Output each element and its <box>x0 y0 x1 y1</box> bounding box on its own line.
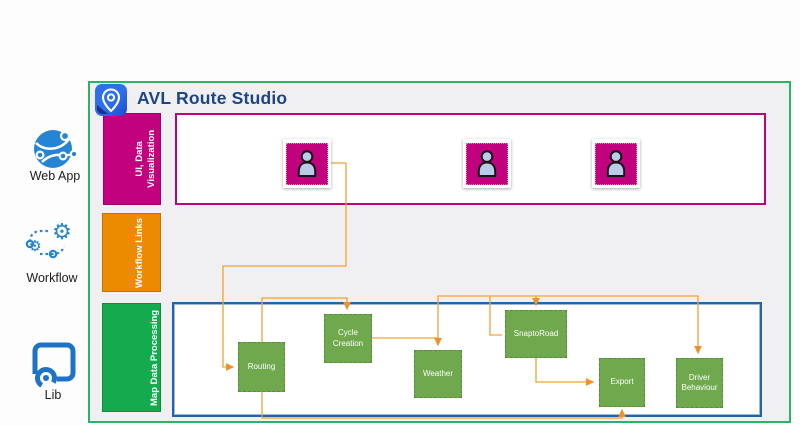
node-routing: Routing <box>238 342 285 392</box>
user-icon-tile <box>286 142 328 185</box>
map-pin-icon <box>95 84 127 116</box>
svg-text:⚙: ⚙ <box>52 220 72 245</box>
lane-label-ui-data-visualization: UI, Data Visualization <box>103 113 161 205</box>
web-app-globe-icon <box>32 127 79 176</box>
sidebar-item-web-app: Web App <box>29 169 81 183</box>
node-cycle-creation: Cycle Creation <box>324 314 372 363</box>
sidebar-item-workflow: Workflow <box>26 271 78 285</box>
node-weather: Weather <box>414 350 462 398</box>
lane-label-text: Workflow Links <box>134 217 146 288</box>
lane-label-text: Map Data Processing <box>149 309 161 406</box>
user-icon <box>592 139 640 188</box>
node-snaptoroad: SnaptoRoad <box>505 310 567 358</box>
user-icon-tile <box>466 142 508 185</box>
workflow-gears-icon: ⚙ ⚙ <box>24 220 80 275</box>
user-icon <box>283 139 331 188</box>
sidebar-item-lib: Lib <box>44 388 62 402</box>
lane-label-workflow-links: Workflow Links <box>102 213 161 292</box>
page-title: AVL Route Studio <box>137 88 288 108</box>
lane-label-text: UI, Data Visualization <box>134 130 157 188</box>
user-icon-tile <box>595 142 637 185</box>
svg-text:⚙: ⚙ <box>28 237 41 255</box>
library-icon <box>30 340 78 395</box>
lane-label-map-data-processing: Map Data Processing <box>102 303 161 412</box>
user-icon <box>463 139 511 188</box>
node-export: Export <box>599 358 645 407</box>
node-driver-behaviour: Driver Behaviour <box>676 358 723 408</box>
